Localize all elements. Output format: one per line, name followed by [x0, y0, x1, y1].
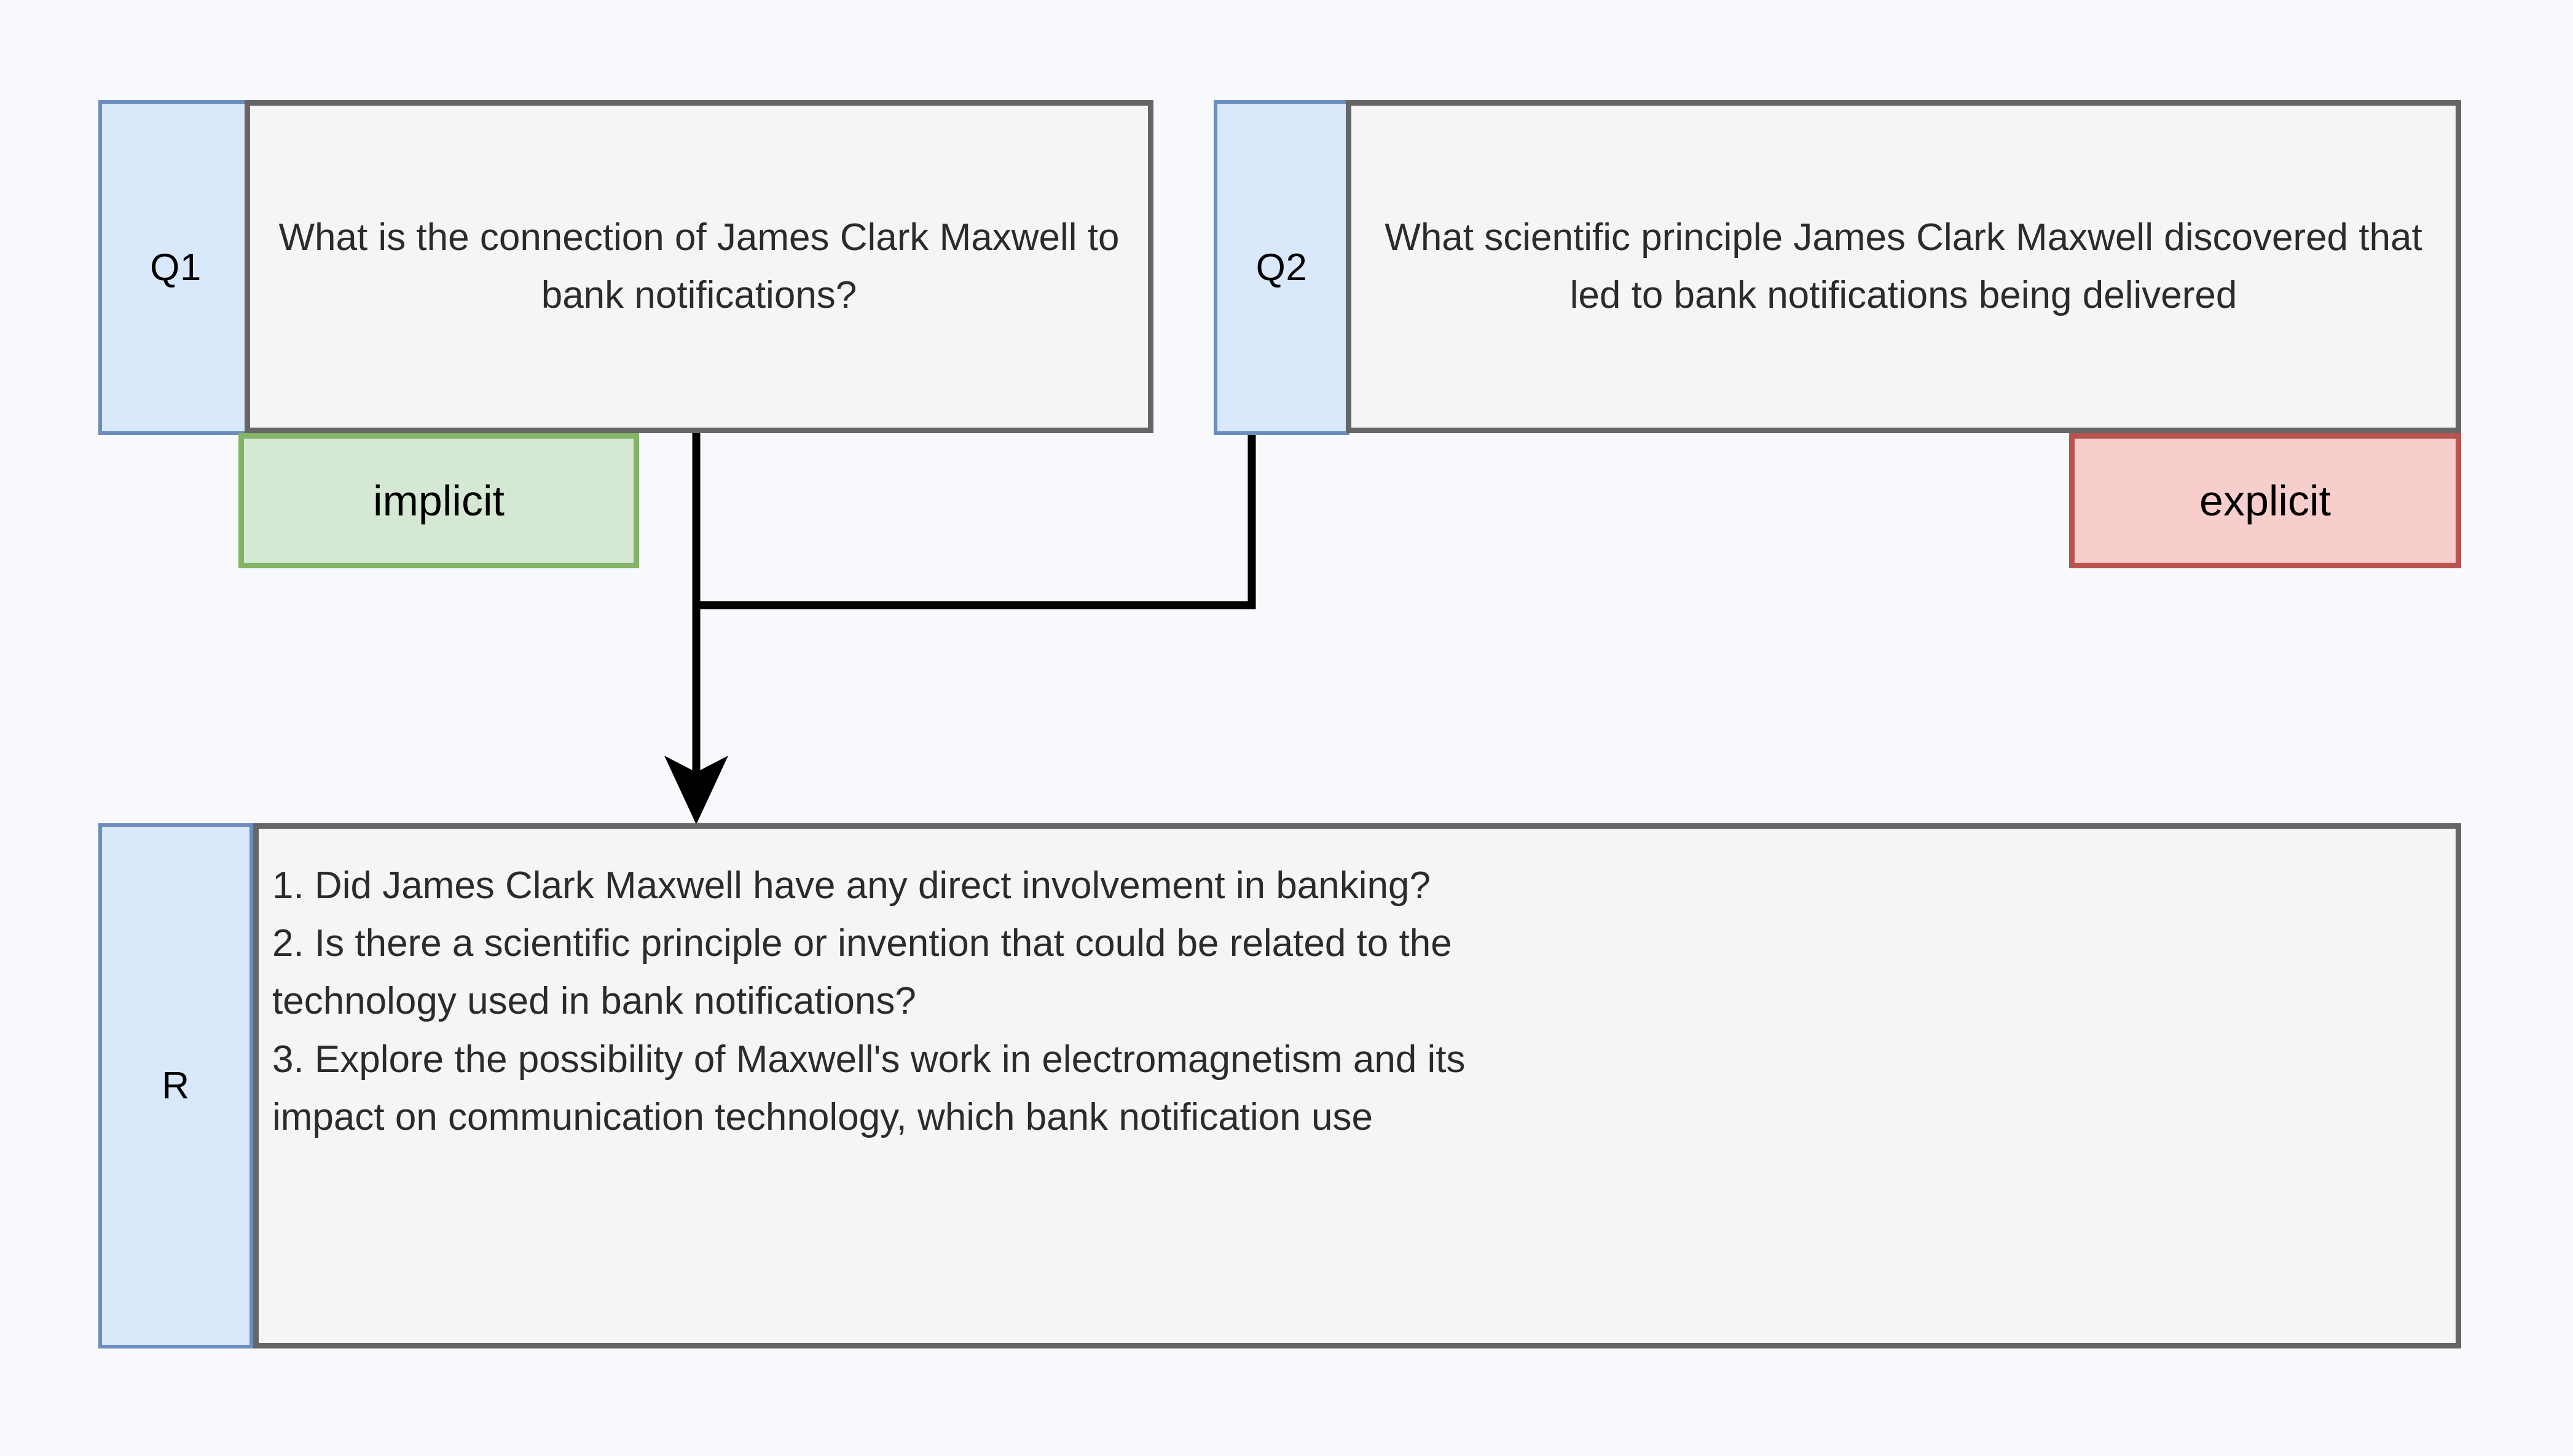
r-line-3: technology used in bank notifications? — [272, 980, 916, 1023]
r-response-box: 1. Did James Clark Maxwell have any dire… — [253, 823, 2461, 1348]
q1-question-box: What is the connection of James Clark Ma… — [245, 100, 1153, 433]
r-line-2: 2. Is there a scientific principle or in… — [272, 922, 1452, 965]
q2-key-label: Q2 — [1255, 246, 1308, 289]
r-key-cell: R — [98, 823, 253, 1348]
q1-implicit-tag-label: implicit — [373, 477, 505, 525]
q1-key-cell: Q1 — [98, 100, 253, 435]
q1-implicit-tag: implicit — [238, 433, 639, 568]
arrowhead-icon — [664, 756, 728, 824]
q2-question-text: What scientific principle James Clark Ma… — [1385, 216, 2422, 316]
q2-explicit-tag: explicit — [2069, 433, 2461, 568]
q1-question-text: What is the connection of James Clark Ma… — [278, 216, 1120, 316]
r-line-5: impact on communication technology, whic… — [272, 1095, 1373, 1138]
r-line-1: 1. Did James Clark Maxwell have any dire… — [272, 864, 1431, 907]
q1-key-label: Q1 — [150, 246, 202, 289]
r-line-4: 3. Explore the possibility of Maxwell's … — [272, 1038, 1466, 1081]
q2-key-cell: Q2 — [1214, 100, 1349, 435]
edge-q2-to-r — [696, 435, 1256, 609]
q2-question-box: What scientific principle James Clark Ma… — [1346, 100, 2461, 433]
r-key-label: R — [162, 1064, 190, 1107]
q2-explicit-tag-label: explicit — [2199, 477, 2331, 525]
